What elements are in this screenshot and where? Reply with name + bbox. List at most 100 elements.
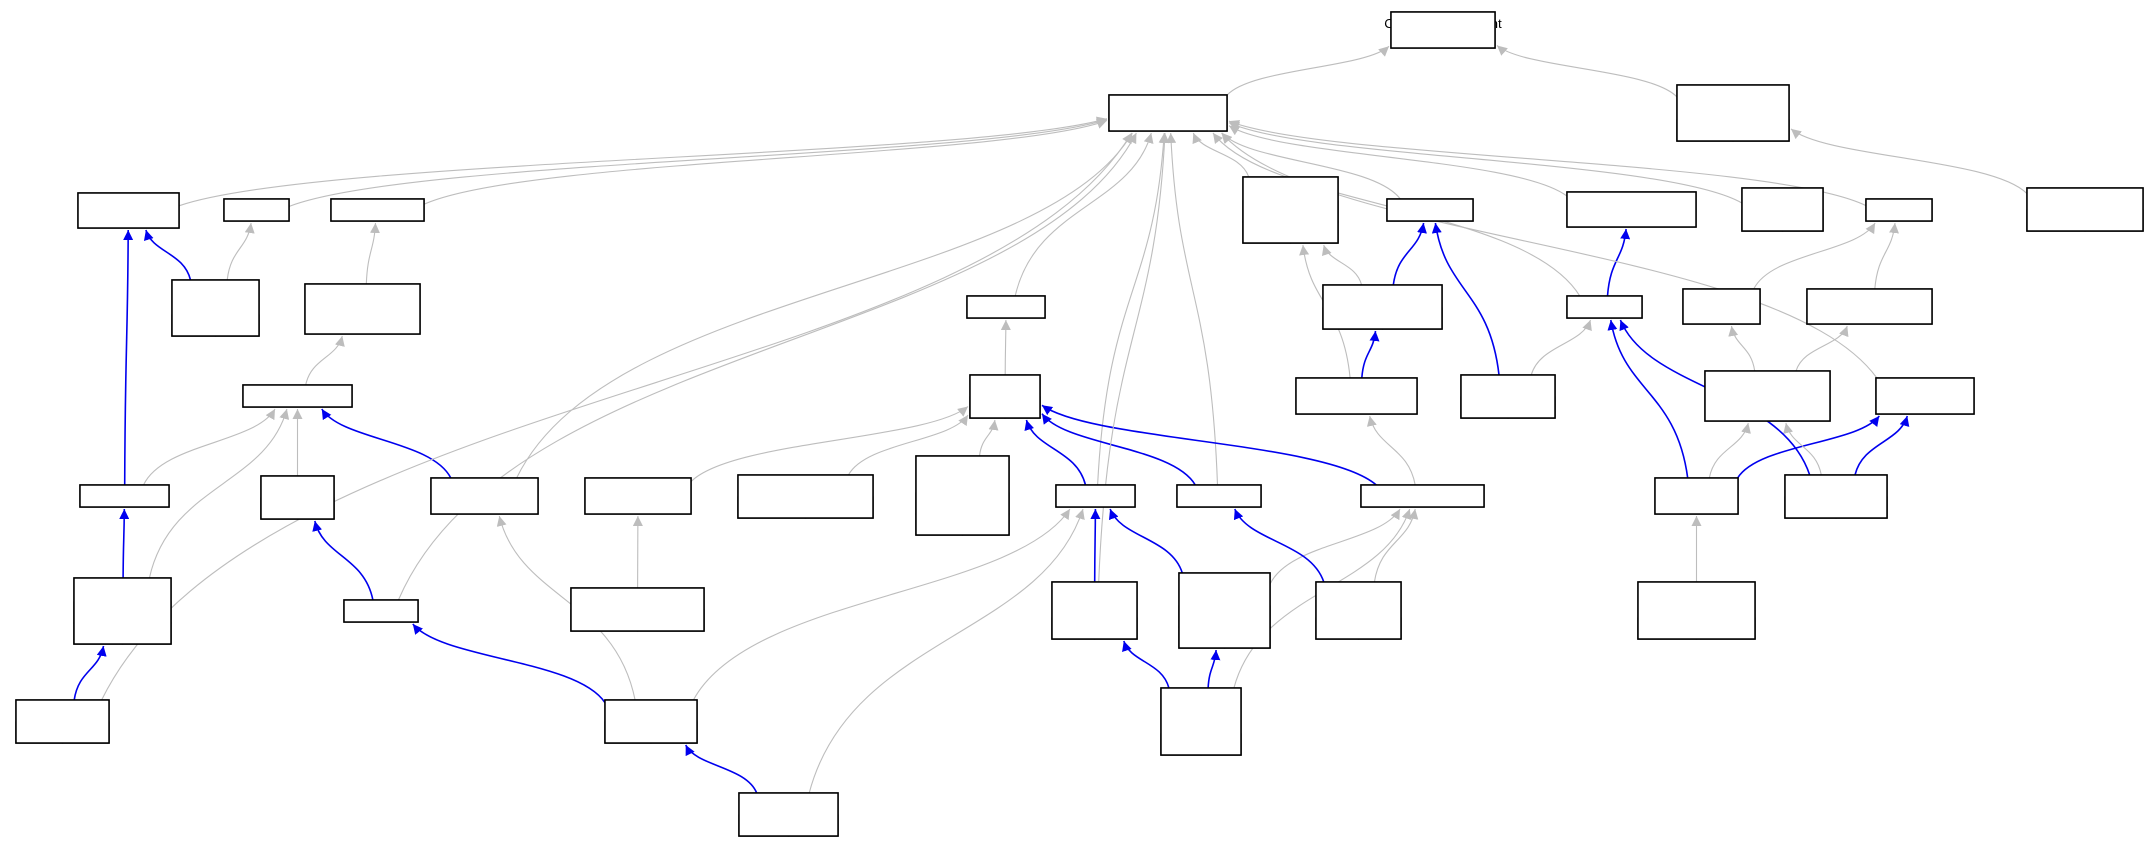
node-synapse[interactable]: synapseRatGrm7 — [969, 374, 1041, 419]
node-neuproj[interactable]: neuron projection — [242, 384, 353, 408]
edge-presyn-to-cae-is-a — [1097, 132, 1169, 486]
node-ncb[interactable]: neuronal cellbodyRatGrm7 — [171, 279, 260, 337]
node-pmr[interactable]: plasma membraneregion — [1295, 377, 1418, 415]
node-dendrite[interactable]: dendriteHumanGRM7RatGrm7 — [73, 577, 172, 645]
edge-cortex-to-cytoplasm-is-a — [1530, 319, 1592, 376]
node-pazm[interactable]: presynapticactive zonemembraneRatGrm7 — [1160, 687, 1242, 756]
node-cellbody[interactable]: cell body — [223, 198, 290, 222]
node-box — [969, 374, 1041, 419]
node-box — [1865, 198, 1933, 222]
edge-er-to-endomem-part-of — [1736, 415, 1880, 479]
edge-aterm-to-presyn-is-a — [692, 508, 1071, 701]
node-cae[interactable]: cellular anatomicalentity — [1108, 94, 1228, 132]
edge-membrane-to-cae-is-a — [1192, 132, 1250, 178]
node-n2n[interactable]: neuron to neuronsynapse — [584, 477, 692, 515]
edge-paz-to-cae-is-a — [1098, 132, 1170, 583]
node-cytoplasm[interactable]: cytoplasm — [1566, 295, 1643, 319]
node-cellproj[interactable]: cell projection — [330, 198, 425, 222]
node-presyn[interactable]: presynapse — [1055, 484, 1136, 508]
edge-daxon-to-axon-part-of — [312, 520, 374, 601]
node-npt[interactable]: neuron projectionterminus — [430, 477, 539, 515]
node-aterm[interactable]: axon terminusRatGrm7 — [604, 699, 698, 744]
node-pcc[interactable]: protein-containingcomplexRatGrm7 — [1676, 84, 1790, 142]
node-synmem[interactable]: synaptic membrane — [1360, 484, 1485, 508]
node-box — [1322, 284, 1443, 330]
edge-golgi-to-endomem-part-of — [1854, 415, 1910, 476]
node-gaba[interactable]: GABA-ergic synapseRatGrm7 — [737, 474, 874, 519]
edge-dtree-to-somato-part-of — [123, 229, 134, 486]
edge-n2n-to-synapse-is-a — [690, 406, 969, 482]
node-box — [1176, 484, 1262, 508]
node-tbouton[interactable]: terminal boutonRatGrm7 — [738, 792, 839, 837]
node-dtree[interactable]: dendritic tree — [79, 484, 170, 508]
node-membrane[interactable]: membraneHumanGRM7RatGrm7 — [1242, 176, 1339, 244]
node-periphery[interactable]: cell periphery — [1386, 198, 1474, 222]
node-box — [330, 198, 425, 222]
edge-cae-to-cc_root-is-a — [1226, 45, 1390, 96]
node-surface[interactable]: cell surfaceRatGrm7 — [1741, 187, 1824, 232]
node-mborg[interactable]: membrane-boundedorganelle — [1806, 288, 1933, 325]
node-box — [1460, 374, 1556, 419]
node-cortex[interactable]: cell cortexHumanGRM7 — [1460, 374, 1556, 419]
node-receptor[interactable]: receptor complexHumanGRM7 — [2026, 187, 2144, 232]
node-golgi[interactable]: Golgi apparatusRatGrm7 — [1784, 474, 1888, 519]
node-box — [304, 283, 421, 335]
edge-ias-to-cae-is-a — [1228, 125, 1568, 197]
node-paz[interactable]: presynapticactive zoneRatGrm7 — [1051, 581, 1138, 640]
node-junction[interactable]: cell junction — [966, 295, 1046, 319]
edge-pm-to-membrane-is-a — [1321, 244, 1363, 286]
node-box — [1566, 191, 1697, 228]
edge-pmbcp-to-cellproj-is-a — [365, 222, 380, 285]
node-pmem[interactable]: presynapticmembraneMouseGrm7RatGrm7 — [1178, 572, 1271, 649]
edge-pazm-to-pmem-part-of — [1207, 649, 1221, 689]
node-box — [1178, 572, 1271, 649]
edge-pm-to-periphery-part-of — [1392, 222, 1427, 286]
node-box — [1242, 176, 1339, 244]
edge-surface-to-cae-is-a — [1228, 122, 1743, 204]
node-pmbcp[interactable]: plasma membranebounded cellprojection — [304, 283, 421, 335]
node-glut[interactable]: glutamatergicsynapseMouseGrm7RatGrm7 — [915, 455, 1010, 536]
node-box — [1360, 484, 1485, 508]
node-ias[interactable]: intracellularanatomical structure — [1566, 191, 1697, 228]
node-organelle[interactable]: organelle — [1865, 198, 1933, 222]
edge-junction-to-cae-is-a — [1014, 132, 1154, 297]
node-box — [73, 577, 172, 645]
node-daxon[interactable]: distal axon — [343, 599, 419, 623]
edge-pmr-to-pm-part-of — [1361, 330, 1380, 379]
edge-imbo-to-icorg-is-a — [1728, 325, 1756, 372]
node-cc_root[interactable]: Cellular ComponentGrm7 — [1384, 11, 1502, 49]
edge-ncb-to-somato-part-of — [143, 229, 192, 281]
edge-synmem-to-synapse-part-of — [1041, 404, 1377, 486]
node-box — [2026, 187, 2144, 232]
node-icorg[interactable]: intracellularorganelle — [1682, 288, 1761, 325]
node-imbo[interactable]: intracellularmembrane-boundedorganelle — [1704, 370, 1831, 422]
node-postmem[interactable]: postsynapticmembraneRatGrm7 — [1315, 581, 1402, 640]
node-postsyn[interactable]: postsynapse — [1176, 484, 1262, 508]
edge-synmem-to-pmr-is-a — [1366, 415, 1416, 486]
node-pm[interactable]: plasma membraneHumanGRM7 — [1322, 284, 1443, 330]
node-rer[interactable]: rough endoplasmicreticulumRatGrm7 — [1637, 581, 1756, 640]
edge-dtree-to-neuproj-is-a — [143, 408, 276, 486]
edge-dendrite-to-neuproj-is-a — [148, 408, 290, 579]
node-box — [1386, 198, 1474, 222]
edge-ncb-to-cellbody-is-a — [226, 222, 255, 281]
node-endomem[interactable]: endomembranesystem — [1875, 377, 1975, 415]
node-axon[interactable]: axonRatGrm7 — [260, 475, 335, 520]
edge-synapse-to-junction-is-a — [1000, 319, 1011, 376]
node-somato[interactable]: somatodendriticcompartment — [77, 192, 180, 229]
node-dshaft[interactable]: dendritic shaftRatGrm7 — [15, 699, 110, 744]
edge-glut-to-synapse-is-a — [978, 419, 999, 457]
node-box — [223, 198, 290, 222]
node-er[interactable]: endoplasmicreticulum — [1654, 477, 1739, 515]
edge-daxon-to-cae-is-a — [397, 132, 1137, 601]
node-asym[interactable]: asymmetric synapseRatGrm7 — [570, 587, 705, 632]
node-box — [1637, 581, 1756, 640]
edge-somato-to-cae-is-a — [178, 116, 1108, 207]
edge-presyn-to-synapse-part-of — [1024, 419, 1087, 486]
node-box — [1108, 94, 1228, 132]
node-box — [79, 484, 170, 508]
edge-cellbody-to-cae-is-a — [288, 117, 1108, 208]
edge-periphery-to-cae-is-a — [1221, 132, 1401, 200]
node-box — [1741, 187, 1824, 232]
node-box — [171, 279, 260, 337]
